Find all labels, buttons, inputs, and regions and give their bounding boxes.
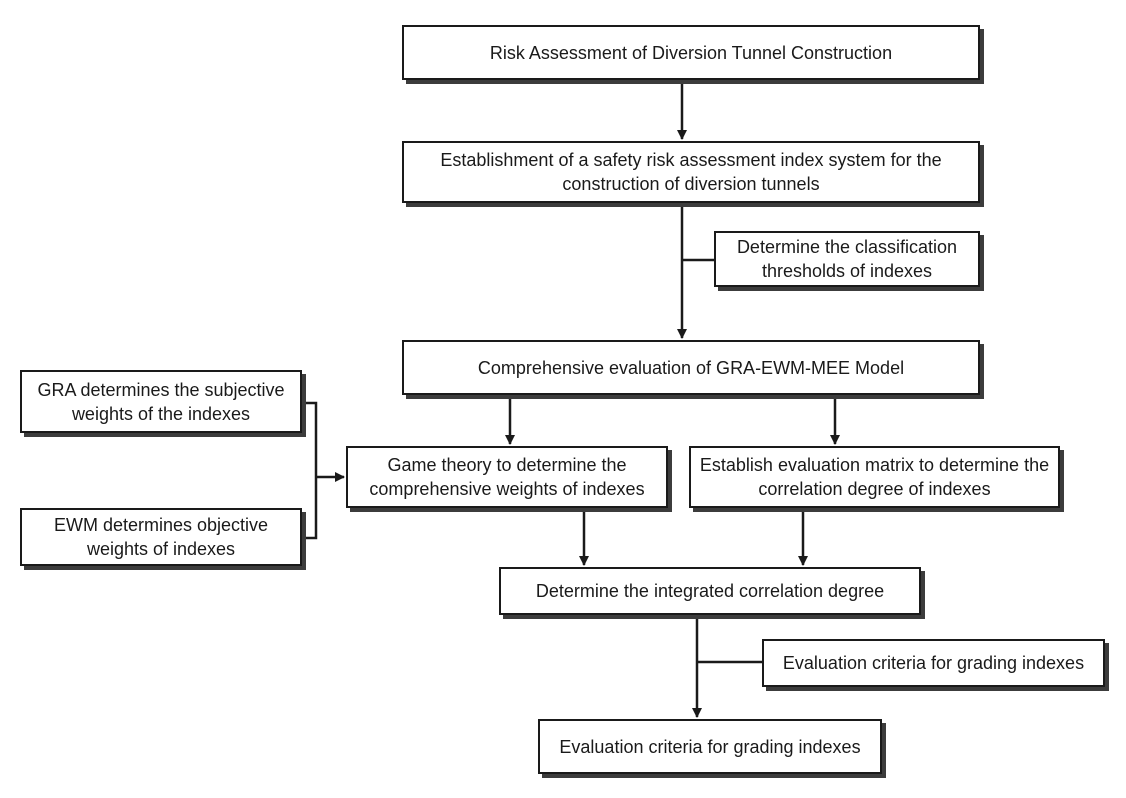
node-index-system: Establishment of a safety risk assessmen… — [402, 141, 980, 203]
node-integrated-correlation: Determine the integrated correlation deg… — [499, 567, 921, 615]
node-grading-criteria-side: Evaluation criteria for grading indexes — [762, 639, 1105, 687]
node-grading-criteria-final: Evaluation criteria for grading indexes — [538, 719, 882, 774]
node-evaluation-matrix-label: Establish evaluation matrix to determine… — [699, 455, 1050, 499]
node-classification-thresholds-label: Determine the classification thresholds … — [736, 237, 958, 281]
node-ewm-weights-label: EWM determines objective weights of inde… — [53, 515, 269, 559]
node-comprehensive-evaluation-label: Comprehensive evaluation of GRA-EWM-MEE … — [477, 357, 905, 378]
node-risk-assessment-label: Risk Assessment of Diversion Tunnel Cons… — [489, 42, 893, 63]
node-ewm-weights: EWM determines objective weights of inde… — [20, 508, 302, 566]
node-index-system-label: Establishment of a safety risk assessmen… — [440, 150, 942, 194]
node-game-theory: Game theory to determine the comprehensi… — [346, 446, 668, 508]
node-grading-criteria-final-label: Evaluation criteria for grading indexes — [559, 736, 861, 757]
node-game-theory-label: Game theory to determine the comprehensi… — [369, 455, 645, 499]
node-evaluation-matrix: Establish evaluation matrix to determine… — [689, 446, 1060, 508]
node-gra-weights: GRA determines the subjective weights of… — [20, 370, 302, 433]
node-comprehensive-evaluation: Comprehensive evaluation of GRA-EWM-MEE … — [402, 340, 980, 395]
bracket-gra-ewm — [302, 401, 318, 540]
node-gra-weights-label: GRA determines the subjective weights of… — [37, 379, 285, 424]
node-risk-assessment: Risk Assessment of Diversion Tunnel Cons… — [402, 25, 980, 80]
node-classification-thresholds: Determine the classification thresholds … — [714, 231, 980, 287]
node-grading-criteria-side-label: Evaluation criteria for grading indexes — [782, 653, 1085, 673]
node-integrated-correlation-label: Determine the integrated correlation deg… — [535, 581, 885, 601]
